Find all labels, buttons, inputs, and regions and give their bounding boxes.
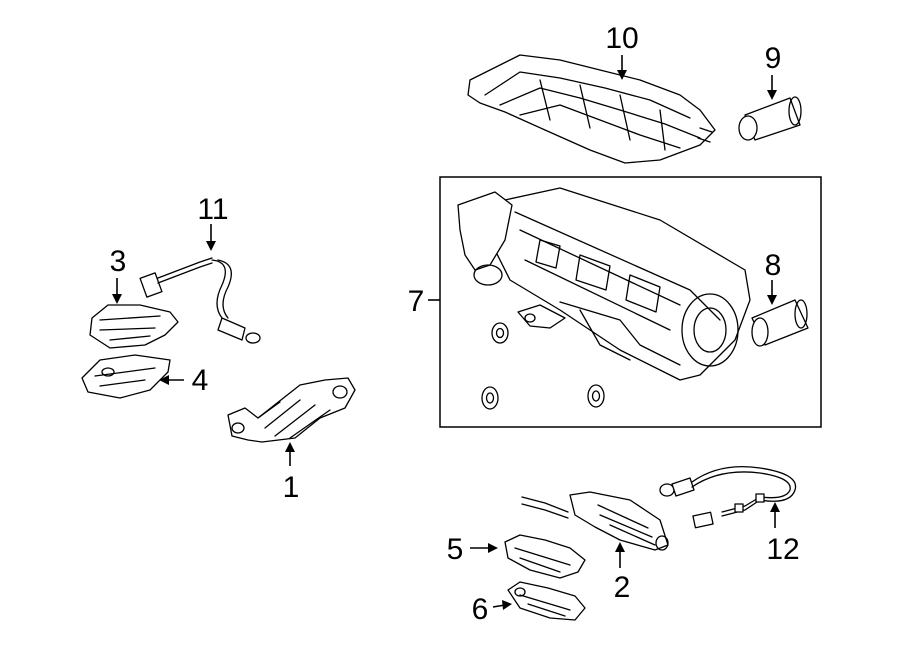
callout-4: 4 [192,364,209,397]
part-10-heat-shield [467,54,716,164]
part-1-catalytic-converter [227,377,356,443]
callout-12: 12 [766,533,799,566]
callout-5: 5 [447,533,464,566]
callout-labels: 10 9 11 3 4 1 7 8 12 2 5 6 [110,22,800,626]
callout-6: 6 [472,593,489,626]
part-9-tailpipe-tip [738,96,802,141]
part-5-heat-shield [504,534,586,579]
part-8-tail-pipe [751,299,809,347]
callout-arrows [112,55,780,610]
callout-9: 9 [765,42,782,75]
part-6-heat-shield [507,581,586,621]
part-2-catalytic-converter [521,491,669,551]
hanger-parts [481,304,605,410]
callout-2: 2 [614,571,631,604]
part-3-heat-shield [89,304,179,349]
callout-7: 7 [408,285,425,318]
part-7-muffler-assembly [457,187,751,381]
part-12-oxygen-sensor [659,465,797,529]
part-7-frame [439,176,822,428]
callout-1: 1 [283,471,300,504]
part-11-oxygen-sensor [139,257,261,344]
callout-11: 11 [197,193,228,226]
callout-3: 3 [110,245,127,278]
callout-8: 8 [765,249,782,282]
part-4-heat-shield [81,354,171,399]
callout-10: 10 [605,22,638,55]
